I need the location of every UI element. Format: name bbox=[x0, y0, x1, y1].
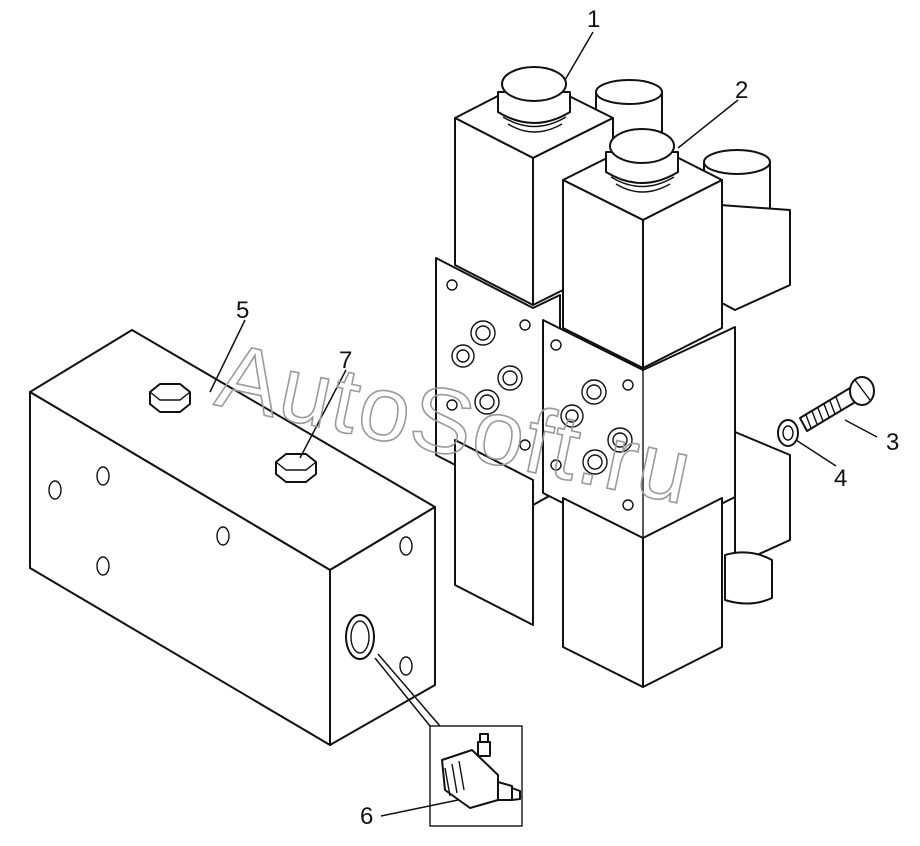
valve-2-front-solenoid bbox=[562, 128, 791, 369]
plug-2 bbox=[275, 453, 317, 483]
leader-lines bbox=[209, 31, 878, 817]
callout-6: 6 bbox=[360, 803, 373, 830]
valve-2-front-manifold bbox=[542, 319, 791, 688]
base-plate bbox=[29, 329, 436, 746]
callout-labels: 1 2 3 4 5 6 7 bbox=[236, 6, 899, 830]
callout-7: 7 bbox=[339, 347, 352, 374]
detail-frame bbox=[429, 725, 523, 827]
detail-leader-lines bbox=[374, 653, 441, 727]
callout-5: 5 bbox=[236, 297, 249, 324]
callout-4: 4 bbox=[834, 465, 847, 492]
grease-fitting bbox=[441, 733, 521, 809]
screw bbox=[799, 376, 875, 432]
callout-3: 3 bbox=[886, 429, 899, 456]
plug-1 bbox=[149, 383, 191, 413]
callout-2: 2 bbox=[735, 77, 748, 104]
spring-washer bbox=[777, 419, 799, 447]
callout-1: 1 bbox=[587, 6, 600, 33]
